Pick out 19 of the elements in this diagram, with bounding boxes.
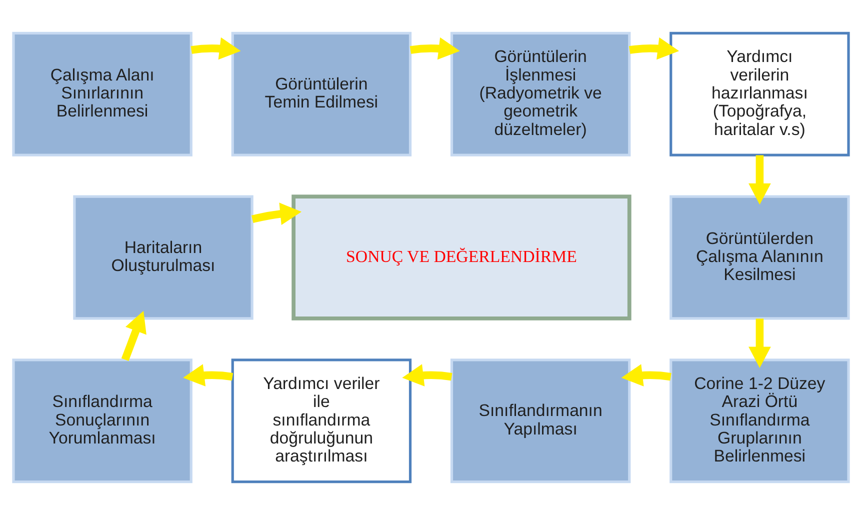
arrow	[748, 318, 771, 368]
arrow	[629, 36, 680, 60]
node-box: Yardımcı verilerin hazırlanması (Topoğrafya, haritalar v.s)	[670, 31, 850, 156]
arrow	[621, 364, 672, 386]
node-box: Görüntülerin Temin Edilmesi	[231, 31, 412, 156]
arrow	[402, 364, 452, 386]
node-box: Sınıflandırma Sonuçlarının Yorumlanması	[12, 358, 192, 483]
node-box: Haritaların Oluşturulması	[73, 194, 254, 320]
node-box: Yardımcı veriler ile sınıflandırma doğruluğunun araştırılması	[231, 358, 412, 483]
arrow	[183, 364, 234, 386]
arrow	[121, 310, 146, 361]
node-box: Çalışma Alanı Sınırlarının Belirlenmesi	[12, 31, 192, 156]
node-box: Görüntülerden Çalışma Alanının Kesilmesi	[670, 194, 850, 320]
node-box: Sınıflandırmanın Yapılması	[450, 358, 631, 483]
node-box: SONUÇ VE DEĞERLENDİRME	[292, 194, 632, 320]
arrow	[748, 154, 771, 204]
node-box: Corine 1-2 Düzey Arazi Örtü Sınıflandırma Gruplarının Belirlenmesi	[670, 358, 850, 483]
node-box: Görüntülerin İşlenmesi (Radyometrik ve geometrik düzeltmeler)	[450, 31, 631, 156]
arrow	[251, 202, 302, 224]
